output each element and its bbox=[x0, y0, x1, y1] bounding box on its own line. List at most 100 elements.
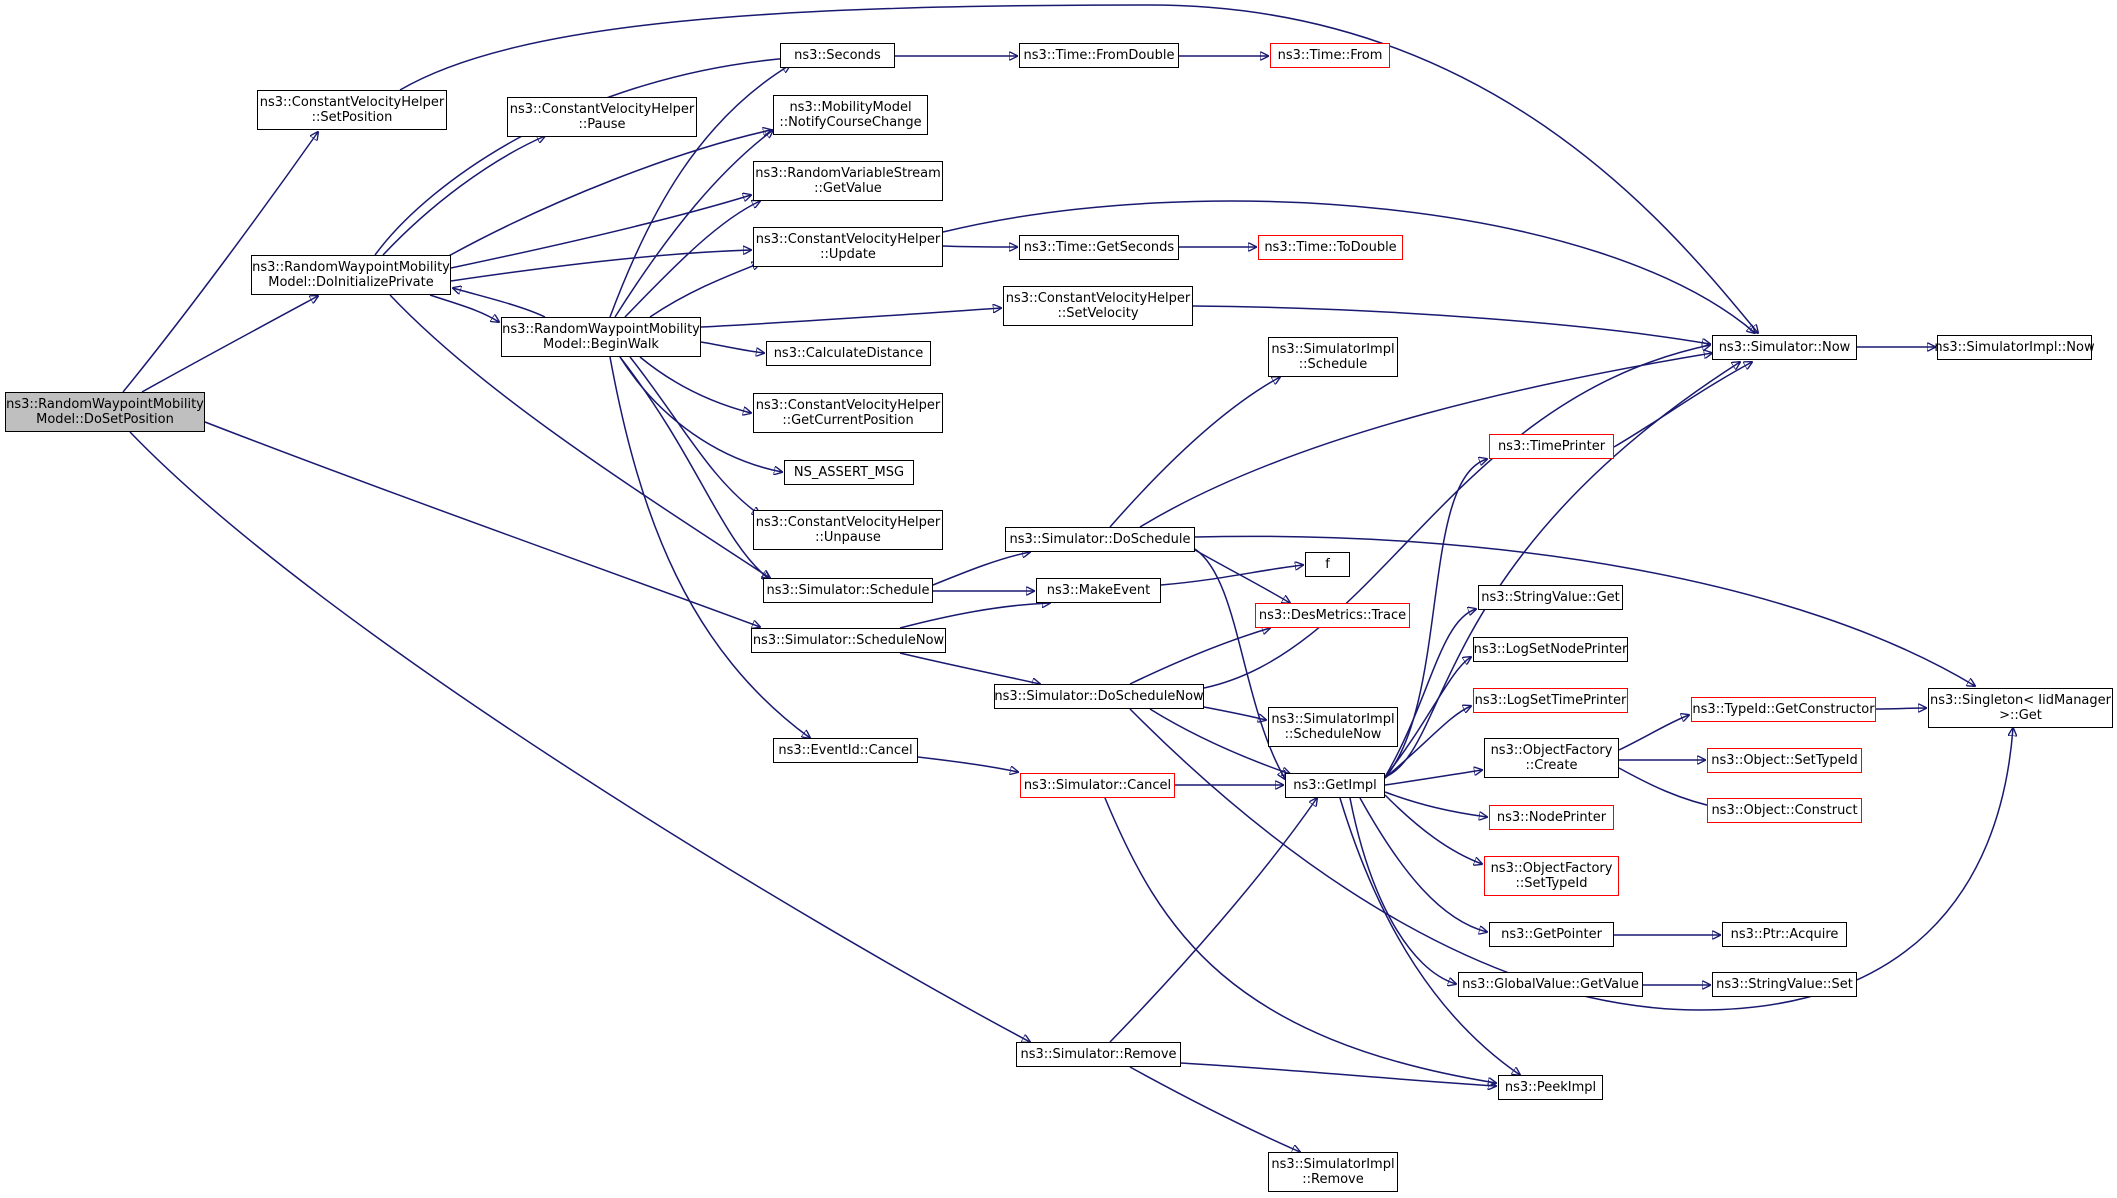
node-time-from[interactable]: ns3::Time::From bbox=[1270, 43, 1390, 68]
node-sim-cancel[interactable]: ns3::Simulator::Cancel bbox=[1020, 773, 1175, 798]
node-simimpl-schednow[interactable]: ns3::SimulatorImpl::ScheduleNow bbox=[1268, 707, 1398, 747]
node-label-line: ns3::NodePrinter bbox=[1496, 810, 1607, 825]
node-label-line: ns3::Object::Construct bbox=[1711, 803, 1858, 818]
node-getimpl[interactable]: ns3::GetImpl bbox=[1285, 773, 1385, 798]
node-cvh-unpause[interactable]: ns3::ConstantVelocityHelper::Unpause bbox=[753, 510, 943, 550]
node-label-line: ns3::DesMetrics::Trace bbox=[1258, 608, 1407, 623]
node-simimpl-sched[interactable]: ns3::SimulatorImpl::Schedule bbox=[1268, 337, 1398, 377]
node-notify[interactable]: ns3::MobilityModel::NotifyCourseChange bbox=[773, 95, 928, 135]
edge-sim_schednow-to-makeevent bbox=[899, 603, 1050, 629]
node-ptr-acquire[interactable]: ns3::Ptr::Acquire bbox=[1722, 922, 1847, 947]
node-sim-schedule[interactable]: ns3::Simulator::Schedule bbox=[763, 578, 933, 603]
node-label-line: NS_ASSERT_MSG bbox=[793, 465, 905, 480]
node-label-line: ::SetTypeId bbox=[1515, 876, 1588, 891]
node-fromdouble[interactable]: ns3::Time::FromDouble bbox=[1019, 43, 1179, 68]
node-objfactory-create[interactable]: ns3::ObjectFactory::Create bbox=[1484, 738, 1619, 778]
node-desmetrics[interactable]: ns3::DesMetrics::Trace bbox=[1255, 603, 1410, 628]
node-rvs-get[interactable]: ns3::RandomVariableStream::GetValue bbox=[753, 161, 943, 201]
node-doschednow[interactable]: ns3::Simulator::DoScheduleNow bbox=[994, 684, 1204, 709]
node-label-line: ::Update bbox=[820, 247, 876, 262]
node-getpointer[interactable]: ns3::GetPointer bbox=[1489, 922, 1614, 947]
node-label-line: ns3::CalculateDistance bbox=[773, 346, 924, 361]
node-makeevent[interactable]: ns3::MakeEvent bbox=[1036, 578, 1161, 603]
node-label-line: ns3::Time::ToDouble bbox=[1264, 240, 1397, 255]
edge-beginwalk-to-cvh_setvel bbox=[700, 308, 1001, 328]
node-label-line: f bbox=[1325, 557, 1330, 572]
node-obj-settid[interactable]: ns3::Object::SetTypeId bbox=[1707, 748, 1862, 773]
node-label-line: ns3::Simulator::ScheduleNow bbox=[752, 633, 945, 648]
node-label-line: ::Unpause bbox=[815, 530, 881, 545]
node-label-line: ns3::ObjectFactory bbox=[1490, 743, 1613, 758]
node-nodeprinter[interactable]: ns3::NodePrinter bbox=[1489, 805, 1614, 830]
edge-beginwalk-to-cvh_unpause bbox=[629, 356, 760, 515]
edge-getimpl-to-nodeprinter bbox=[1384, 791, 1487, 817]
edge-sim_remove-to-getimpl bbox=[1109, 798, 1317, 1043]
node-assert[interactable]: NS_ASSERT_MSG bbox=[784, 460, 914, 485]
node-label-line: ns3::TypeId::GetConstructor bbox=[1692, 702, 1875, 717]
edge-getimpl-to-sim_now bbox=[1384, 362, 1740, 778]
node-cvh-pause[interactable]: ns3::ConstantVelocityHelper::Pause bbox=[507, 97, 697, 137]
node-label-line: >::Get bbox=[1999, 708, 2042, 723]
node-logtimeprinter[interactable]: ns3::LogSetTimePrinter bbox=[1473, 688, 1628, 713]
edge-sim_remove-to-peekimpl bbox=[1180, 1062, 1496, 1086]
node-cvh-getcur[interactable]: ns3::ConstantVelocityHelper::GetCurrentP… bbox=[753, 393, 943, 433]
edge-objfactory_create-to-obj_construct bbox=[1618, 767, 1720, 808]
node-label-line: Model::DoInitializePrivate bbox=[268, 275, 434, 290]
node-todouble[interactable]: ns3::Time::ToDouble bbox=[1258, 235, 1403, 260]
node-timeprinter[interactable]: ns3::TimePrinter bbox=[1489, 434, 1614, 459]
node-label-line: ns3::Simulator::DoScheduleNow bbox=[994, 689, 1204, 704]
node-sim-remove[interactable]: ns3::Simulator::Remove bbox=[1016, 1042, 1181, 1067]
edge-doschednow-to-desmetrics bbox=[1129, 628, 1270, 685]
node-peekimpl[interactable]: ns3::PeekImpl bbox=[1498, 1075, 1603, 1100]
node-label-line: ns3::Simulator::DoSchedule bbox=[1009, 532, 1191, 547]
edge-getimpl-to-lognodeprinter bbox=[1384, 657, 1471, 778]
node-typeid-getctor[interactable]: ns3::TypeId::GetConstructor bbox=[1691, 697, 1876, 722]
node-stringvalue-get[interactable]: ns3::StringValue::Get bbox=[1478, 585, 1623, 610]
node-label-line: ns3::TimePrinter bbox=[1497, 439, 1606, 454]
node-label-line: ns3::SimulatorImpl::Now bbox=[1934, 340, 2095, 355]
edge-cvh_setpos-to-sim_now bbox=[399, 4, 1758, 333]
node-sim-schednow[interactable]: ns3::Simulator::ScheduleNow bbox=[751, 628, 946, 653]
node-calcdist[interactable]: ns3::CalculateDistance bbox=[766, 341, 931, 366]
node-label-line: ::Schedule bbox=[1298, 357, 1368, 372]
node-getseconds[interactable]: ns3::Time::GetSeconds bbox=[1019, 235, 1179, 260]
edge-getimpl-to-timeprinter bbox=[1384, 459, 1487, 779]
node-sim-now[interactable]: ns3::Simulator::Now bbox=[1712, 335, 1857, 360]
node-doschedule[interactable]: ns3::Simulator::DoSchedule bbox=[1005, 527, 1195, 552]
node-label-line: ns3::Simulator::Cancel bbox=[1023, 778, 1172, 793]
node-label-line: ns3::RandomWaypointMobility bbox=[502, 322, 700, 337]
edge-getimpl-to-peekimpl bbox=[1339, 797, 1520, 1075]
edge-getimpl-to-objfactory_settid bbox=[1384, 794, 1482, 864]
node-simimpl-remove[interactable]: ns3::SimulatorImpl::Remove bbox=[1268, 1152, 1398, 1192]
node-stringvalue-set[interactable]: ns3::StringValue::Set bbox=[1712, 972, 1857, 997]
edge-root-to-sim_schednow bbox=[204, 421, 760, 627]
node-label-line: Model::BeginWalk bbox=[543, 337, 659, 352]
node-cvh-setpos[interactable]: ns3::ConstantVelocityHelper::SetPosition bbox=[257, 90, 447, 130]
edge-sim_schednow-to-doschednow bbox=[899, 652, 1040, 684]
node-label-line: ::Remove bbox=[1302, 1172, 1364, 1187]
node-cvh-update[interactable]: ns3::ConstantVelocityHelper::Update bbox=[753, 227, 943, 267]
node-label-line: ::ScheduleNow bbox=[1284, 727, 1382, 742]
node-singleton[interactable]: ns3::Singleton< IidManager >::Get bbox=[1928, 688, 2113, 728]
node-globalvalue[interactable]: ns3::GlobalValue::GetValue bbox=[1458, 972, 1643, 997]
edge-doschednow-to-singleton bbox=[1129, 708, 2013, 1011]
edge-beginwalk-to-doinit bbox=[453, 288, 546, 318]
node-eventid-cancel[interactable]: ns3::EventId::Cancel bbox=[773, 738, 918, 763]
node-simimpl-now[interactable]: ns3::SimulatorImpl::Now bbox=[1934, 335, 2095, 360]
node-f[interactable]: f bbox=[1305, 552, 1350, 577]
node-seconds[interactable]: ns3::Seconds bbox=[780, 43, 895, 68]
node-label-line: ns3::ConstantVelocityHelper bbox=[755, 232, 941, 247]
node-obj-construct[interactable]: ns3::Object::Construct bbox=[1707, 798, 1862, 823]
node-label-line: ns3::ConstantVelocityHelper bbox=[755, 398, 941, 413]
edge-timeprinter-to-sim_now bbox=[1613, 362, 1752, 448]
edge-makeevent-to-f bbox=[1160, 565, 1303, 586]
node-lognodeprinter[interactable]: ns3::LogSetNodePrinter bbox=[1473, 637, 1628, 662]
node-label-line: ns3::MakeEvent bbox=[1046, 583, 1151, 598]
edge-root-to-doinit bbox=[141, 296, 318, 393]
node-objfactory-settid[interactable]: ns3::ObjectFactory::SetTypeId bbox=[1484, 856, 1619, 896]
node-cvh-setvel[interactable]: ns3::ConstantVelocityHelper::SetVelocity bbox=[1003, 286, 1193, 326]
node-label-line: ns3::ConstantVelocityHelper bbox=[259, 95, 445, 110]
